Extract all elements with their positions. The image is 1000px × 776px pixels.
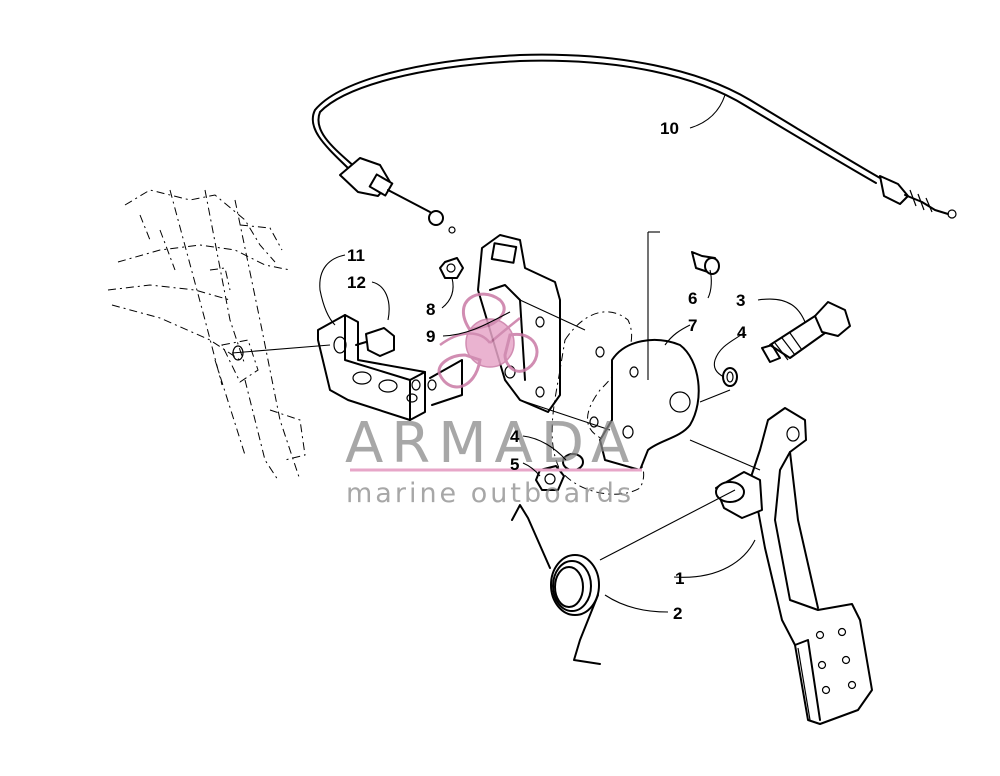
callout-6: 6 xyxy=(688,289,697,308)
callout-9: 9 xyxy=(426,327,435,346)
callout-3: 3 xyxy=(736,291,745,310)
throttle-cable xyxy=(311,53,957,234)
watermark-subtitle: marine outboards xyxy=(346,478,634,509)
accelerator-pedal xyxy=(715,407,873,725)
screw-6 xyxy=(691,251,720,275)
mount-bracket xyxy=(231,314,426,421)
callout-10: 10 xyxy=(660,119,679,138)
callout-1: 1 xyxy=(675,569,684,588)
callouts: 1 2 3 4 4 5 6 7 8 9 10 11 12 xyxy=(347,119,747,623)
frame-reference xyxy=(107,189,306,481)
armada-logo xyxy=(437,292,539,389)
callout-7: 7 xyxy=(688,316,697,335)
callout-leaders xyxy=(319,94,806,613)
callout-2: 2 xyxy=(673,604,682,623)
callout-11: 11 xyxy=(347,246,365,265)
callout-4-upper: 4 xyxy=(737,323,747,342)
washer-nut-lower xyxy=(535,453,584,491)
torsion-spring xyxy=(511,504,601,665)
assembly-lines xyxy=(519,299,761,561)
callout-5: 5 xyxy=(510,455,519,474)
watermark: ARMADA marine outboards xyxy=(345,411,642,509)
watermark-title: ARMADA xyxy=(345,411,637,476)
callout-12: 12 xyxy=(347,273,366,292)
pivot-plate xyxy=(599,231,700,471)
callout-4-lower: 4 xyxy=(510,427,520,446)
callout-8: 8 xyxy=(426,300,435,319)
pivot-bolt xyxy=(722,301,851,387)
